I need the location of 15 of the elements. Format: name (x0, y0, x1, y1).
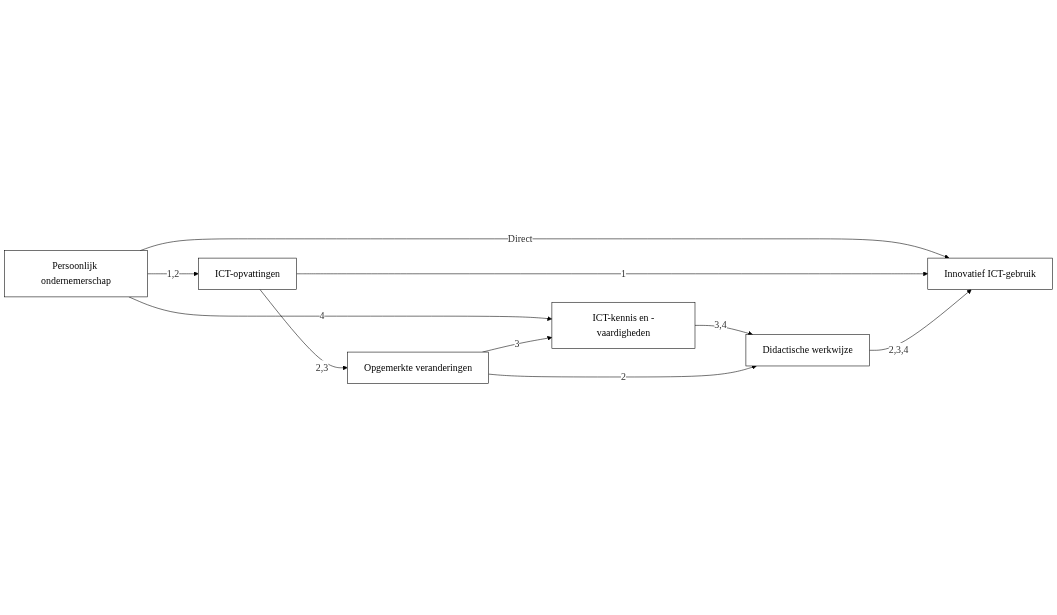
edge-label: 3 (514, 337, 520, 349)
node-box: Persoonlijk ondernemerschap (4, 250, 148, 297)
node-box: ICT-kennis en -vaardigheden (551, 301, 696, 349)
node-box: ICT-opvattingen (198, 257, 297, 290)
edge-label: 1 (620, 267, 626, 279)
edge-label: 1,2 (166, 267, 180, 279)
edge-label: 2,3,4 (888, 344, 909, 356)
node-box: Innovatief ICT-gebruik (927, 257, 1053, 290)
node-box: Opgemerkte veranderingen (347, 351, 489, 384)
edge-label: 4 (319, 309, 325, 321)
node-box: Didactische werkwijze (745, 333, 870, 366)
edge-label: Direct (507, 232, 533, 244)
edge-label: 2,3 (315, 361, 329, 373)
edge-label: 3,4 (714, 319, 727, 331)
edge-label: 2 (620, 370, 626, 382)
